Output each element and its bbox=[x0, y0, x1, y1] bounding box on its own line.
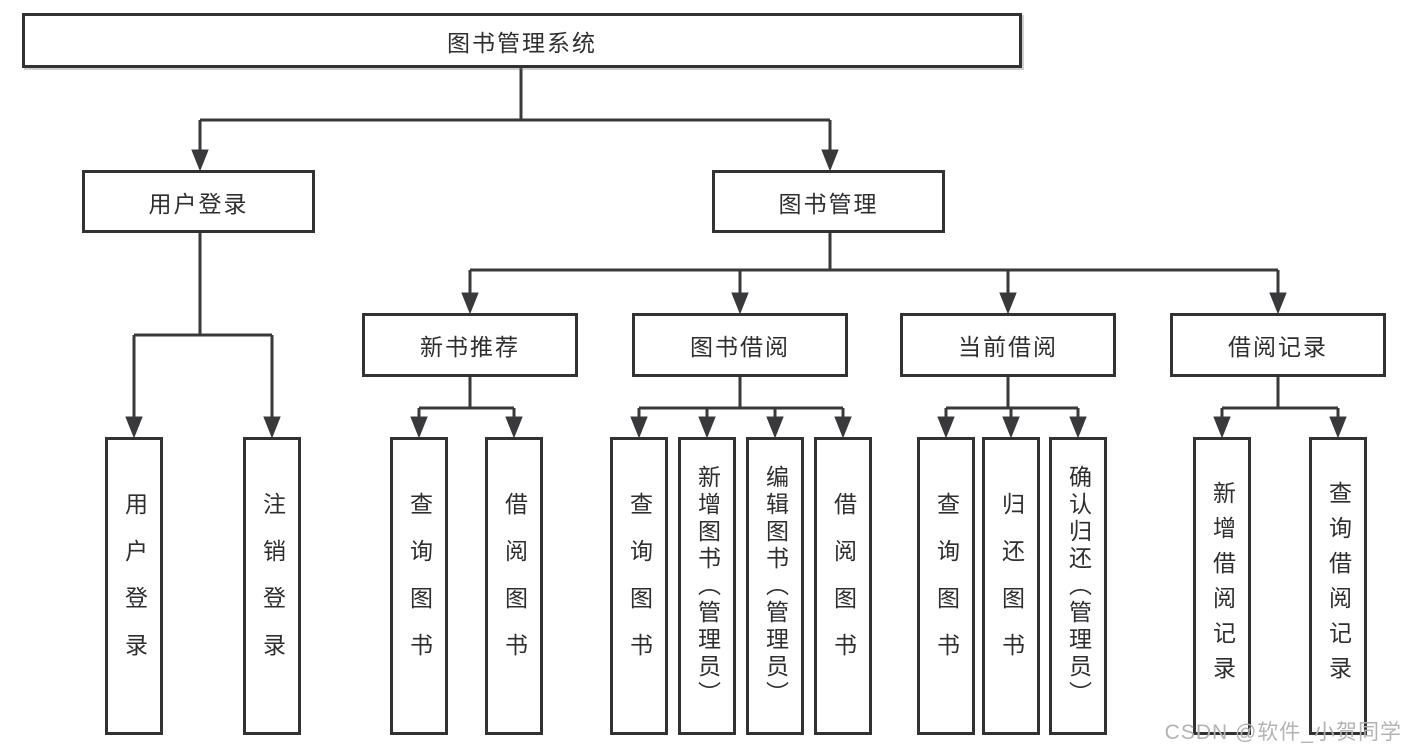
leaf-label: 归还图书 bbox=[998, 492, 1025, 680]
leaf-label: 查询借阅记录 bbox=[1325, 481, 1352, 691]
leaf-bb-borrow-books: 借阅图书 bbox=[814, 437, 872, 735]
leaf-label: 借阅图书 bbox=[501, 492, 528, 680]
connector-user-login-children bbox=[125, 233, 281, 439]
node-current-borrowing: 当前借阅 bbox=[900, 313, 1116, 377]
leaf-label: 查询图书 bbox=[933, 492, 960, 680]
node-book-management: 图书管理 bbox=[712, 170, 945, 233]
node-library-management-system: 图书管理系统 bbox=[22, 13, 1022, 68]
connector-current-borrowing-children bbox=[937, 377, 1087, 439]
leaf-nbr-query-books: 查询图书 bbox=[390, 437, 448, 735]
leaf-label: 编辑图书（管理员） bbox=[762, 464, 789, 708]
leaf-label: 用户登录 bbox=[121, 492, 148, 680]
leaf-label: 注销登录 bbox=[259, 492, 286, 680]
leaf-label: 查询图书 bbox=[626, 492, 653, 680]
node-book-borrowing: 图书借阅 bbox=[632, 313, 848, 377]
node-new-book-recommendation: 新书推荐 bbox=[362, 313, 578, 377]
connector-book-borrowing-children bbox=[630, 377, 852, 439]
leaf-logout: 注销登录 bbox=[243, 437, 301, 735]
leaf-cb-query-books: 查询图书 bbox=[917, 437, 975, 735]
leaf-label: 借阅图书 bbox=[830, 492, 857, 680]
leaf-nbr-borrow-books: 借阅图书 bbox=[485, 437, 543, 735]
leaf-label: 确认归还（管理员） bbox=[1065, 464, 1092, 708]
leaf-label: 查询图书 bbox=[406, 492, 433, 680]
leaf-bb-query-books: 查询图书 bbox=[610, 437, 668, 735]
leaf-bb-add-books-admin: 新增图书（管理员） bbox=[678, 437, 736, 735]
leaf-user-login: 用户登录 bbox=[105, 437, 163, 735]
leaf-label: 新增图书（管理员） bbox=[694, 464, 721, 708]
leaf-bb-edit-books-admin: 编辑图书（管理员） bbox=[746, 437, 804, 735]
leaf-cb-confirm-return-admin: 确认归还（管理员） bbox=[1049, 437, 1107, 735]
connector-root-to-level2 bbox=[191, 68, 839, 172]
node-user-login: 用户登录 bbox=[82, 170, 315, 233]
connector-new-book-recommendation-children bbox=[410, 377, 523, 439]
connector-borrowing-records-children bbox=[1213, 377, 1347, 439]
connector-book-management-children bbox=[461, 233, 1287, 315]
leaf-br-add-record: 新增借阅记录 bbox=[1193, 437, 1251, 735]
leaf-br-query-record: 查询借阅记录 bbox=[1309, 437, 1367, 735]
leaf-cb-return-books: 归还图书 bbox=[982, 437, 1040, 735]
node-borrowing-records: 借阅记录 bbox=[1170, 313, 1386, 377]
leaf-label: 新增借阅记录 bbox=[1209, 481, 1236, 691]
